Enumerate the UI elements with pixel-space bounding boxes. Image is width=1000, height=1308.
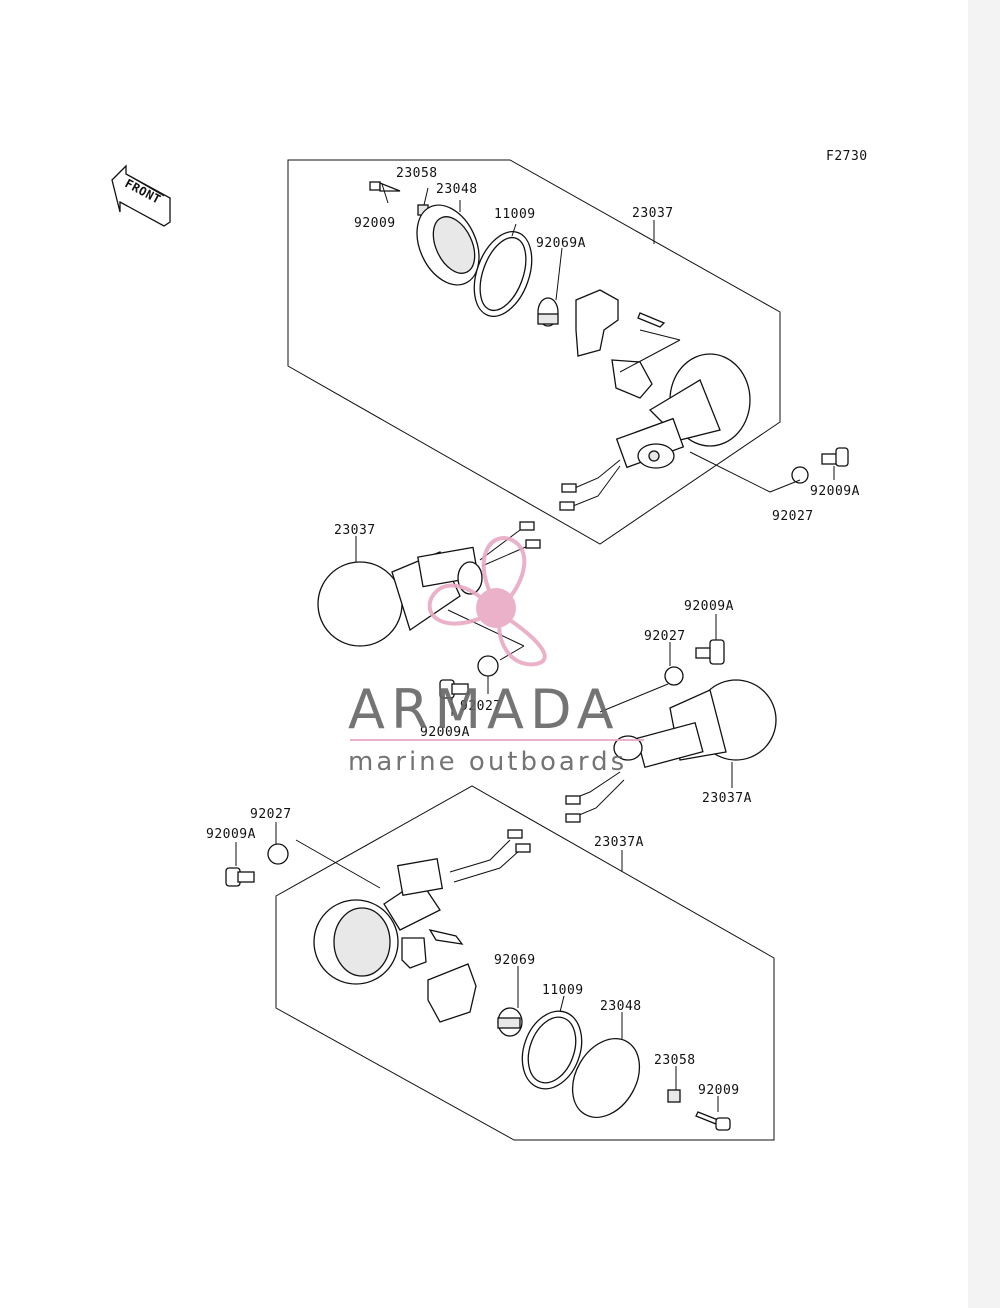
bottom-assembly-frame bbox=[275, 785, 775, 1141]
label-23037-top: 23037 bbox=[632, 206, 674, 221]
label-23037A-right: 23037A bbox=[702, 791, 752, 806]
label-11009-bottom: 11009 bbox=[542, 983, 584, 998]
label-92027-mid: 92027 bbox=[460, 699, 502, 714]
label-92009-bottom: 92009 bbox=[698, 1083, 740, 1098]
label-23037-mid: 23037 bbox=[334, 523, 376, 538]
label-92027-bottom: 92027 bbox=[250, 807, 292, 822]
watermark-title: ARMADA bbox=[348, 678, 620, 741]
label-23048-top: 23048 bbox=[436, 182, 478, 197]
washer-92027-right-icon bbox=[664, 666, 684, 686]
washer-92027-mid-icon bbox=[477, 655, 499, 677]
lens-cover-23048-icon bbox=[416, 204, 480, 286]
gasket-11009-bottom-icon bbox=[521, 1010, 583, 1090]
label-23037A-bottom: 23037A bbox=[594, 835, 644, 850]
label-92069-bottom: 92069 bbox=[494, 953, 536, 968]
screw-92009-bottom-icon bbox=[695, 1111, 731, 1131]
socket-bracket-icon bbox=[575, 289, 653, 399]
front-arrow-icon: FRONT bbox=[111, 164, 171, 227]
label-92009A-right: 92009A bbox=[684, 599, 734, 614]
watermark-logo-icon: ARMADA marine outboards bbox=[348, 536, 644, 777]
label-92027-top: 92027 bbox=[772, 509, 814, 524]
gasket-11009-icon bbox=[473, 231, 533, 317]
label-92009A-mid: 92009A bbox=[420, 725, 470, 740]
label-92009A-bottom: 92009A bbox=[206, 827, 256, 842]
leader-lines-top bbox=[381, 183, 835, 493]
leader-lines-mid-left bbox=[355, 536, 525, 716]
label-92027-right: 92027 bbox=[644, 629, 686, 644]
screw-small-icon bbox=[637, 312, 666, 328]
bolt-92009A-icon bbox=[821, 447, 849, 467]
label-92069A-top: 92069A bbox=[536, 236, 586, 251]
leader-lines-bottom bbox=[235, 822, 719, 1112]
figure-code: F2730 bbox=[826, 149, 868, 164]
label-92009-top: 92009 bbox=[354, 216, 396, 231]
watermark-subtitle: marine outboards bbox=[348, 747, 627, 777]
bolt-92009A-right-icon bbox=[695, 639, 725, 665]
label-11009-top: 11009 bbox=[494, 207, 536, 222]
bulb-92069A-icon bbox=[537, 297, 559, 327]
turn-signal-housing-icon bbox=[559, 353, 751, 511]
label-92009A-top: 92009A bbox=[810, 484, 860, 499]
label-23058-bottom: 23058 bbox=[654, 1053, 696, 1068]
nut-23058-bottom-icon bbox=[667, 1089, 681, 1103]
lens-cover-23048-bottom-icon bbox=[571, 1038, 641, 1118]
page-edge-strip bbox=[968, 0, 1000, 1308]
left-turn-signal-icon bbox=[317, 521, 541, 647]
washer-92027-bottom-icon bbox=[267, 843, 289, 865]
label-23058-top: 23058 bbox=[396, 166, 438, 181]
label-23048-bottom: 23048 bbox=[600, 999, 642, 1014]
washer-92027-icon bbox=[791, 466, 809, 484]
leader-lines-mid-right bbox=[599, 614, 733, 788]
exploded-parts-diagram: F2730 FRONT bbox=[111, 149, 868, 1141]
socket-bracket-bottom-icon bbox=[401, 929, 477, 1023]
bulb-92069-icon bbox=[497, 1007, 523, 1037]
right-turn-signal-icon bbox=[565, 679, 777, 823]
top-assembly-frame bbox=[287, 159, 781, 545]
bolt-92009A-mid-icon bbox=[439, 679, 469, 699]
bottom-turn-signal-icon bbox=[313, 829, 531, 985]
bolt-92009A-bottom-icon bbox=[225, 867, 255, 887]
screw-92009-icon bbox=[369, 181, 401, 192]
propeller-logo-icon bbox=[427, 536, 547, 667]
